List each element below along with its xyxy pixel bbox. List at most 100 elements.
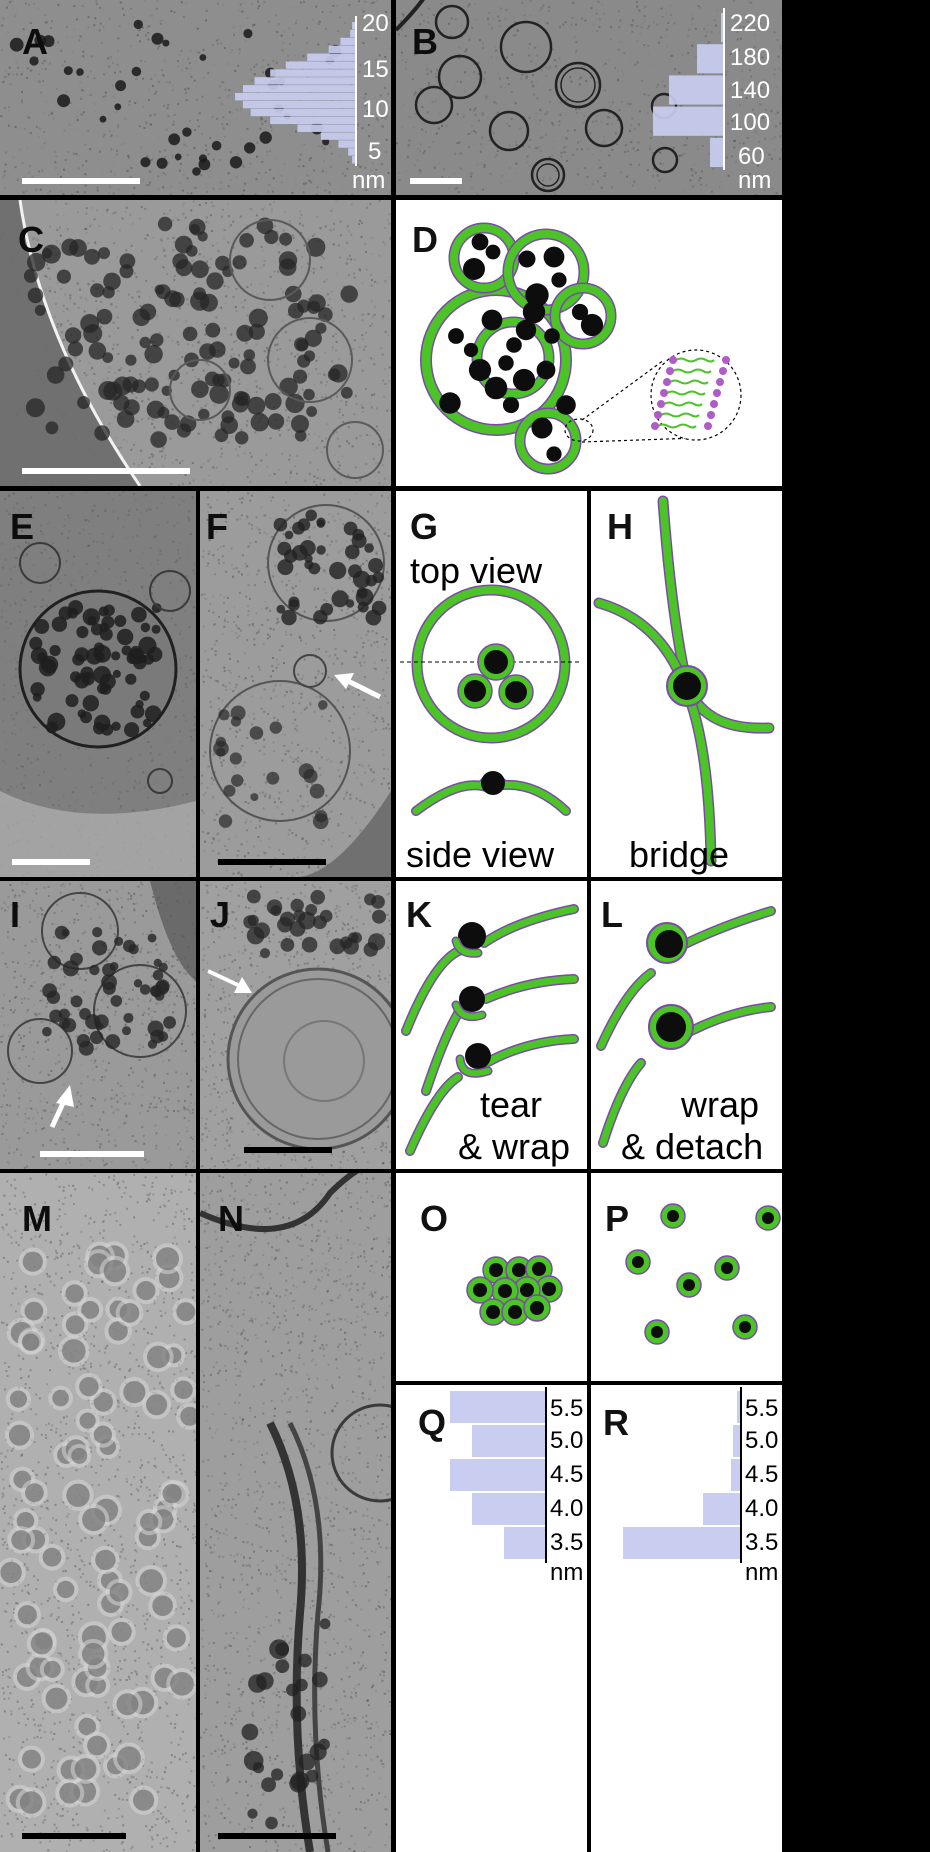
grain xyxy=(255,385,258,388)
grain xyxy=(381,651,384,653)
grain xyxy=(739,127,741,130)
grain xyxy=(7,789,10,792)
grain xyxy=(157,80,160,83)
grain xyxy=(101,168,104,171)
grain xyxy=(171,408,174,411)
lipid-head xyxy=(704,422,712,430)
grain xyxy=(321,10,324,13)
grain xyxy=(134,301,137,304)
grain xyxy=(465,48,468,51)
grain xyxy=(246,639,248,642)
grain xyxy=(361,410,364,413)
grain xyxy=(185,719,188,722)
grain xyxy=(375,446,378,449)
grain xyxy=(681,54,684,57)
grain xyxy=(54,563,57,566)
grain xyxy=(512,15,515,18)
grain xyxy=(238,365,241,368)
grain xyxy=(269,635,271,638)
grain xyxy=(118,369,121,371)
histogram-bar xyxy=(350,29,356,38)
grain xyxy=(433,166,436,169)
grain xyxy=(157,47,159,50)
grain xyxy=(250,527,253,530)
grain xyxy=(350,83,353,86)
grain xyxy=(269,675,272,678)
grain xyxy=(305,784,308,787)
grain xyxy=(127,9,130,12)
grain xyxy=(96,189,99,192)
panel-b-tick-180: 180 xyxy=(730,44,771,71)
grain xyxy=(79,81,82,84)
grain xyxy=(239,143,242,146)
grain xyxy=(453,172,456,175)
grain xyxy=(277,620,280,623)
grain xyxy=(70,583,73,586)
grain xyxy=(125,514,128,517)
grain xyxy=(235,176,238,179)
grain xyxy=(79,330,82,333)
nanoparticle-blob xyxy=(151,32,164,45)
nanoparticle-blob xyxy=(184,352,199,368)
grain xyxy=(15,557,18,559)
grain xyxy=(374,668,377,671)
grain xyxy=(22,610,25,613)
grain xyxy=(495,25,498,28)
grain xyxy=(519,77,522,80)
histogram-bar xyxy=(340,37,356,46)
grain xyxy=(600,149,602,152)
grain xyxy=(114,415,117,418)
nanoparticle-blob xyxy=(198,408,210,421)
grain xyxy=(366,110,369,113)
vesicle xyxy=(499,20,553,74)
nanoparticle-blob xyxy=(30,682,45,697)
grain xyxy=(229,657,231,660)
grain xyxy=(514,106,517,109)
grain xyxy=(724,155,727,158)
grain xyxy=(421,91,424,94)
nanoparticle-blob xyxy=(243,28,253,39)
grain xyxy=(246,388,249,391)
grain xyxy=(345,612,348,615)
grain xyxy=(164,60,167,63)
grain xyxy=(508,144,511,147)
grain xyxy=(599,50,602,53)
grain xyxy=(383,395,386,398)
grain xyxy=(316,477,319,480)
grain xyxy=(26,497,29,500)
grain xyxy=(653,167,655,170)
grain xyxy=(706,43,709,46)
grain xyxy=(112,532,115,535)
grain xyxy=(177,343,180,346)
grain xyxy=(372,147,375,150)
grain xyxy=(776,39,779,41)
grain xyxy=(183,610,186,612)
grain xyxy=(699,6,702,9)
grain xyxy=(663,85,666,88)
grain xyxy=(536,54,539,57)
grain xyxy=(258,148,260,151)
grain xyxy=(294,355,296,358)
nanoparticle-blob xyxy=(204,371,220,387)
grain xyxy=(225,610,228,613)
grain xyxy=(82,87,85,90)
grain xyxy=(152,782,155,785)
grain xyxy=(83,191,86,194)
grain xyxy=(565,137,568,140)
grain xyxy=(29,164,32,167)
grain xyxy=(389,237,391,240)
grain xyxy=(43,573,46,576)
grain xyxy=(20,73,23,76)
grain xyxy=(424,131,427,134)
grain xyxy=(291,832,294,834)
grain xyxy=(85,212,88,215)
grain xyxy=(42,743,45,746)
histogram-bar xyxy=(352,156,356,164)
grain xyxy=(140,503,142,506)
grain xyxy=(662,136,665,138)
grain xyxy=(379,94,382,97)
grain xyxy=(104,95,107,98)
grain xyxy=(17,509,20,511)
grain xyxy=(229,727,232,730)
grain xyxy=(377,529,380,531)
